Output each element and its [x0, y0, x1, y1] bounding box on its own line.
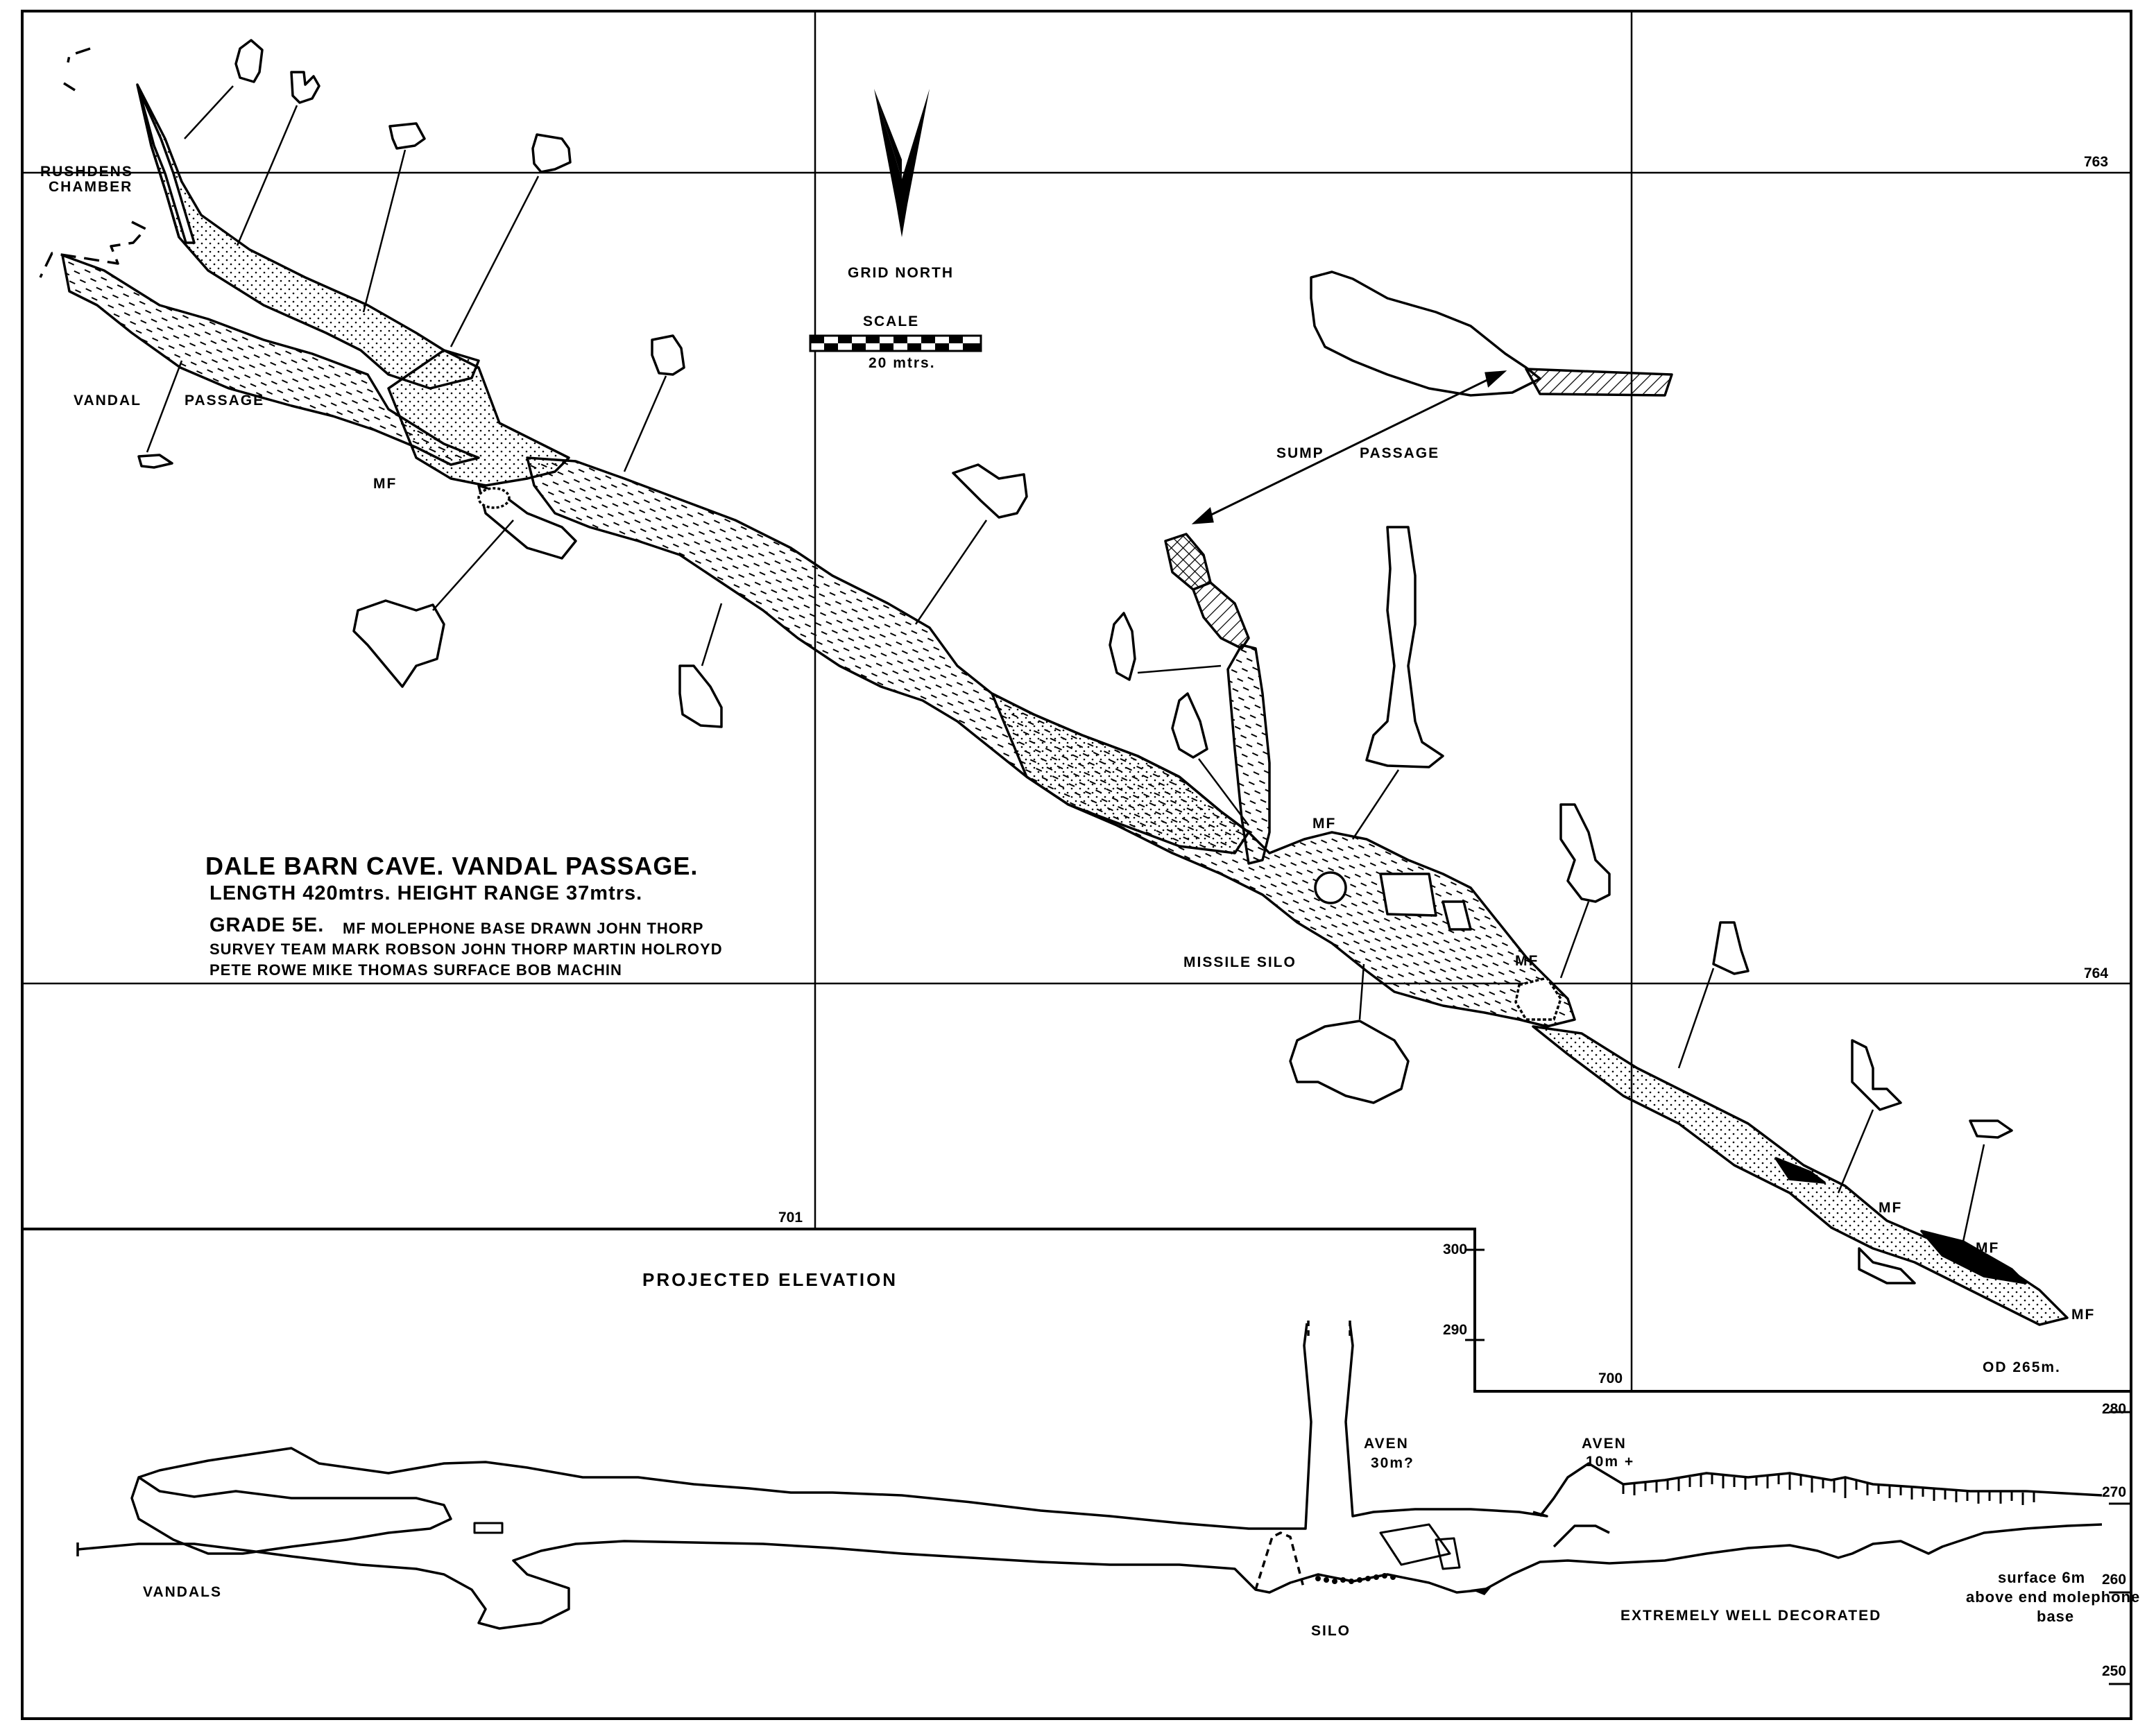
height-270: 270: [2102, 1484, 2127, 1500]
decorated-label: EXTREMELY WELL DECORATED: [1620, 1608, 1882, 1624]
aven-label-1: AVEN: [1364, 1436, 1409, 1452]
survey-team-line-2: PETE ROWE MIKE THOMAS SURFACE BOB MACHIN: [209, 961, 622, 979]
length-height-line: LENGTH 420mtrs. HEIGHT RANGE 37mtrs.: [209, 882, 643, 904]
height-250: 250: [2102, 1663, 2127, 1679]
height-290: 290: [1443, 1322, 1468, 1338]
vandals-label: VANDALS: [143, 1584, 222, 1600]
vandal-label: VANDAL: [74, 393, 142, 409]
grid-label-701: 701: [778, 1210, 803, 1226]
mf-marker-1: [477, 487, 511, 509]
mf-label-1: MF: [373, 476, 397, 492]
floor-pebbles: [1315, 1573, 1491, 1595]
leader-lines: [146, 85, 1985, 1242]
surface-note-2: above end molephone: [1966, 1588, 2141, 1606]
missile-silo-label: MISSILE SILO: [1183, 954, 1297, 970]
grade-label: GRADE 5E.: [209, 914, 325, 936]
grid-north-label: GRID NORTH: [848, 265, 954, 281]
od-label: OD 265m.: [1983, 1359, 2061, 1375]
height-300: 300: [1443, 1241, 1468, 1257]
aven-height-2: 10m +: [1586, 1454, 1635, 1470]
elevation-frame: [22, 1228, 2131, 1393]
mf-label-2: MF: [1312, 816, 1337, 832]
mf-label-6: MF: [2071, 1307, 2096, 1323]
passage-label: PASSAGE: [185, 393, 265, 409]
missile-silo-shaft: [1314, 871, 1347, 904]
rushdens-label: RUSHDENS: [40, 164, 133, 180]
sump-label: SUMP: [1276, 445, 1324, 461]
grid-label-764: 764: [2084, 965, 2109, 981]
surface-note-3: base: [2037, 1608, 2075, 1625]
sump-passage-label: PASSAGE: [1360, 445, 1440, 461]
scale-label: SCALE: [863, 313, 920, 329]
scale-bar: [809, 334, 982, 352]
plan-passage: [39, 47, 2069, 1326]
aven-label-2: AVEN: [1582, 1436, 1627, 1452]
aven-height-1: 30m?: [1371, 1455, 1414, 1471]
elevation-profile: [76, 1321, 2103, 1630]
mf-label-3: MF: [1515, 953, 1539, 969]
mf-label-5: MF: [1976, 1240, 2000, 1256]
height-280: 280: [2102, 1401, 2127, 1417]
cross-sections: [137, 39, 2013, 1139]
height-ticks: [1465, 1248, 2131, 1685]
survey-team-line: SURVEY TEAM MARK ROBSON JOHN THORP MARTI…: [209, 940, 723, 958]
height-260: 260: [2102, 1572, 2127, 1588]
mf-label-4: MF: [1879, 1200, 1903, 1216]
chamber-label: CHAMBER: [49, 179, 133, 195]
scale-length: 20 mtrs.: [869, 355, 936, 371]
map-title: DALE BARN CAVE. VANDAL PASSAGE.: [205, 852, 699, 880]
grade-details: MF MOLEPHONE BASE DRAWN JOHN THORP: [343, 920, 704, 937]
grid-label-700: 700: [1598, 1370, 1623, 1386]
sheet-border: [21, 10, 2132, 1720]
sump-arrow: [1191, 370, 1507, 524]
stalactite-fringe: [1622, 1475, 2035, 1505]
elevation-title: PROJECTED ELEVATION: [642, 1269, 898, 1290]
grid-label-763: 763: [2084, 154, 2109, 170]
north-arrow-icon: [874, 89, 930, 237]
surface-note-1: surface 6m: [1998, 1569, 2086, 1586]
silo-label: SILO: [1311, 1623, 1351, 1639]
